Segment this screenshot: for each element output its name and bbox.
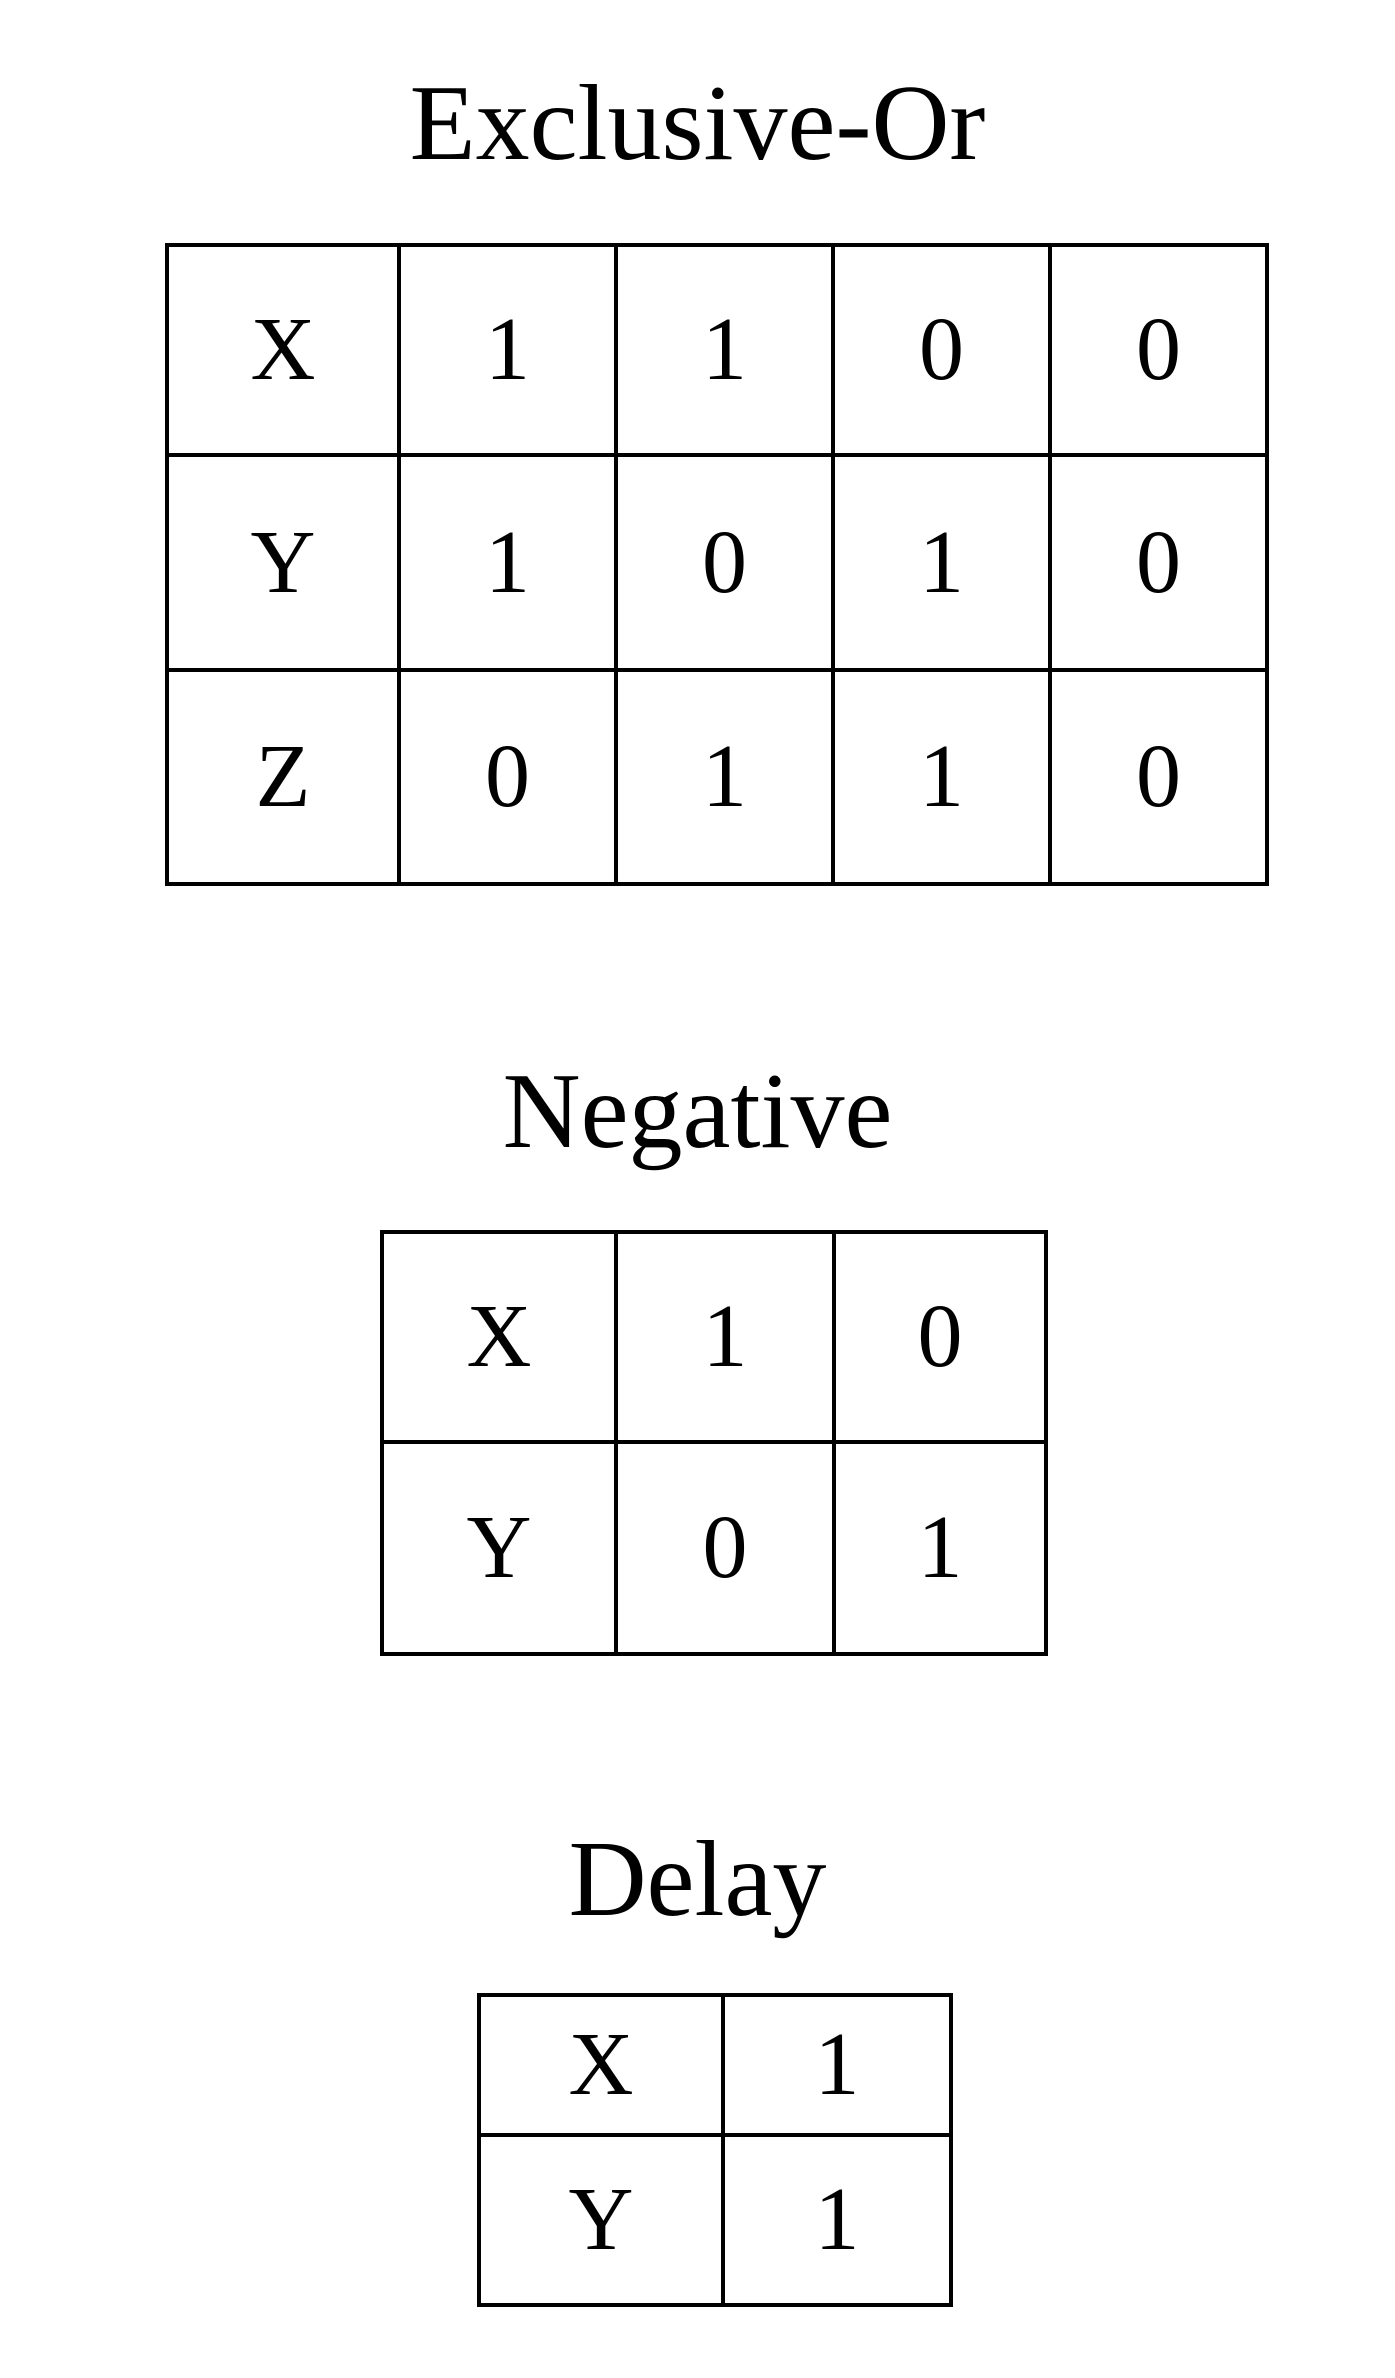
table-cell: 1: [614, 243, 835, 457]
table-cell: 1: [721, 2133, 953, 2307]
row-label-z: Z: [165, 668, 401, 886]
row-label-x: X: [477, 1993, 725, 2137]
delay-title: Delay: [568, 1820, 827, 1939]
table-cell: 1: [397, 453, 618, 672]
table-row: X 1 0: [380, 1230, 1048, 1444]
table-cell: 1: [721, 1993, 953, 2137]
xor-truth-table: X 1 1 0 0 Y 1 0 1 0 Z 0 1 1 0: [165, 243, 1269, 886]
table-cell: 1: [831, 453, 1052, 672]
table-cell: 0: [831, 243, 1052, 457]
table-cell: 0: [397, 668, 618, 886]
table-cell: 1: [397, 243, 618, 457]
table-cell: 0: [614, 453, 835, 672]
table-cell: 0: [614, 1440, 836, 1656]
table-row: X 1 1 0 0: [165, 243, 1269, 457]
table-row: X 1: [477, 1993, 953, 2137]
xor-title: Exclusive-Or: [409, 64, 986, 183]
table-row: Y 1: [477, 2133, 953, 2307]
row-label-y: Y: [477, 2133, 725, 2307]
table-cell: 0: [832, 1230, 1048, 1444]
table-cell: 0: [1048, 243, 1269, 457]
negative-truth-table: X 1 0 Y 0 1: [380, 1230, 1048, 1656]
table-cell: 1: [614, 668, 835, 886]
table-cell: 0: [1048, 453, 1269, 672]
table-cell: 0: [1048, 668, 1269, 886]
table-row: Z 0 1 1 0: [165, 668, 1269, 886]
table-cell: 1: [832, 1440, 1048, 1656]
delay-truth-table: X 1 Y 1: [477, 1993, 953, 2307]
row-label-y: Y: [380, 1440, 618, 1656]
table-row: Y 1 0 1 0: [165, 453, 1269, 672]
row-label-y: Y: [165, 453, 401, 672]
negative-title: Negative: [502, 1052, 893, 1171]
table-cell: 1: [614, 1230, 836, 1444]
row-label-x: X: [165, 243, 401, 457]
row-label-x: X: [380, 1230, 618, 1444]
table-cell: 1: [831, 668, 1052, 886]
table-row: Y 0 1: [380, 1440, 1048, 1656]
